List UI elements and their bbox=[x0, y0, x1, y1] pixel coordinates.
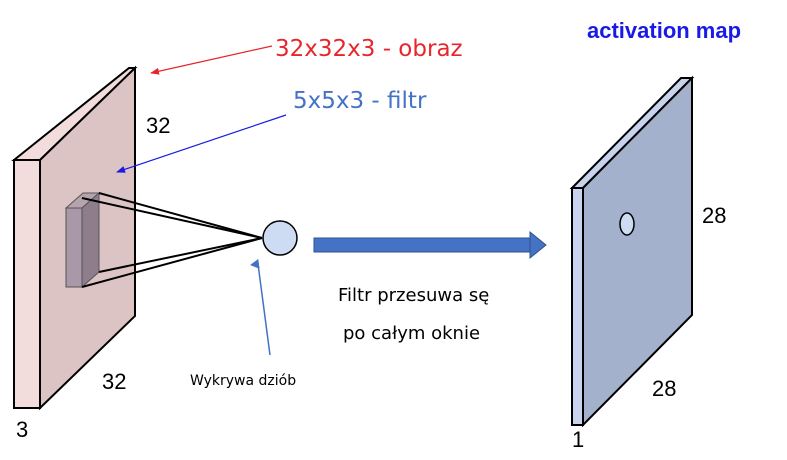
input-volume-side bbox=[13, 159, 41, 409]
filter-dims-label: 5x5x3 - filtr bbox=[293, 88, 427, 114]
image-annotation-arrow bbox=[150, 45, 273, 75]
input-height-label: 32 bbox=[146, 113, 170, 138]
filter-box bbox=[64, 191, 101, 289]
receptive-field-lines bbox=[81, 192, 263, 288]
slide-text-line2: po całym oknie bbox=[343, 323, 480, 344]
activation-map-title: activation map bbox=[587, 18, 741, 43]
activation-map-side bbox=[571, 187, 584, 426]
input-depth-label: 3 bbox=[16, 417, 28, 442]
activation-point bbox=[619, 212, 635, 236]
output-depth-label: 1 bbox=[572, 427, 584, 452]
detects-annotation-arrow bbox=[250, 258, 271, 356]
slide-text-line1: Filtr przesuwa sę bbox=[338, 285, 489, 306]
output-width-label: 28 bbox=[652, 376, 676, 401]
image-dims-label: 32x32x3 - obraz bbox=[275, 36, 463, 62]
output-neuron bbox=[262, 220, 298, 256]
slide-arrow bbox=[313, 230, 547, 260]
filter-annotation-arrow bbox=[116, 114, 287, 173]
detects-label: Wykrywa dziób bbox=[190, 373, 296, 389]
output-height-label: 28 bbox=[702, 203, 726, 228]
activation-map-volume bbox=[569, 75, 695, 428]
input-width-label: 32 bbox=[102, 369, 126, 394]
